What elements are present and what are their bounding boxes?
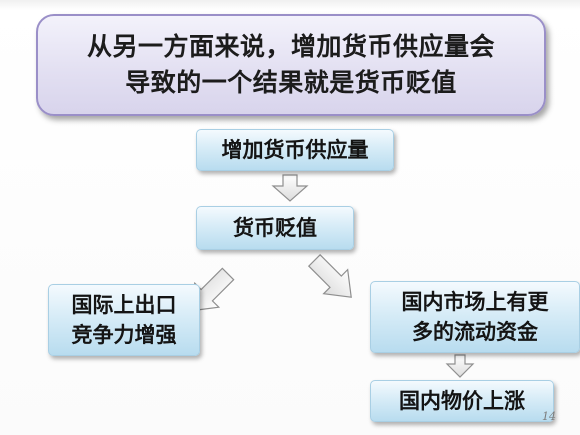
- arrow-down-1: [271, 174, 309, 202]
- node-price-rise: 国内物价上涨: [370, 380, 554, 422]
- title-box: 从另一方面来说，增加货币供应量会 导致的一个结果就是货币贬值: [36, 14, 546, 116]
- page-number: 14: [542, 410, 556, 423]
- node-domestic-liquidity: 国内市场上有更 多的流动资金: [370, 281, 580, 353]
- node-funds-line-1: 国内市场上有更: [401, 290, 549, 314]
- top-band: [0, 0, 580, 10]
- node-price-label: 国内物价上涨: [399, 389, 525, 413]
- title-line-2: 导致的一个结果就是货币贬值: [125, 68, 457, 97]
- node-currency-depreciation: 货币贬值: [196, 206, 354, 250]
- node-increase-money-supply: 增加货币供应量: [196, 129, 394, 171]
- node-depreciation-label: 货币贬值: [233, 216, 317, 240]
- node-export-competitiveness: 国际上出口 竞争力增强: [48, 284, 200, 356]
- title-line-1: 从另一方面来说，增加货币供应量会: [86, 32, 495, 61]
- node-export-line-1: 国际上出口: [71, 293, 177, 317]
- node-funds-line-2: 多的流动资金: [412, 320, 538, 344]
- node-export-line-2: 竞争力增强: [71, 323, 177, 347]
- node-increase-label: 增加货币供应量: [221, 138, 369, 162]
- arrow-down-2: [445, 354, 475, 378]
- arrow-diagonal-right: [307, 253, 352, 298]
